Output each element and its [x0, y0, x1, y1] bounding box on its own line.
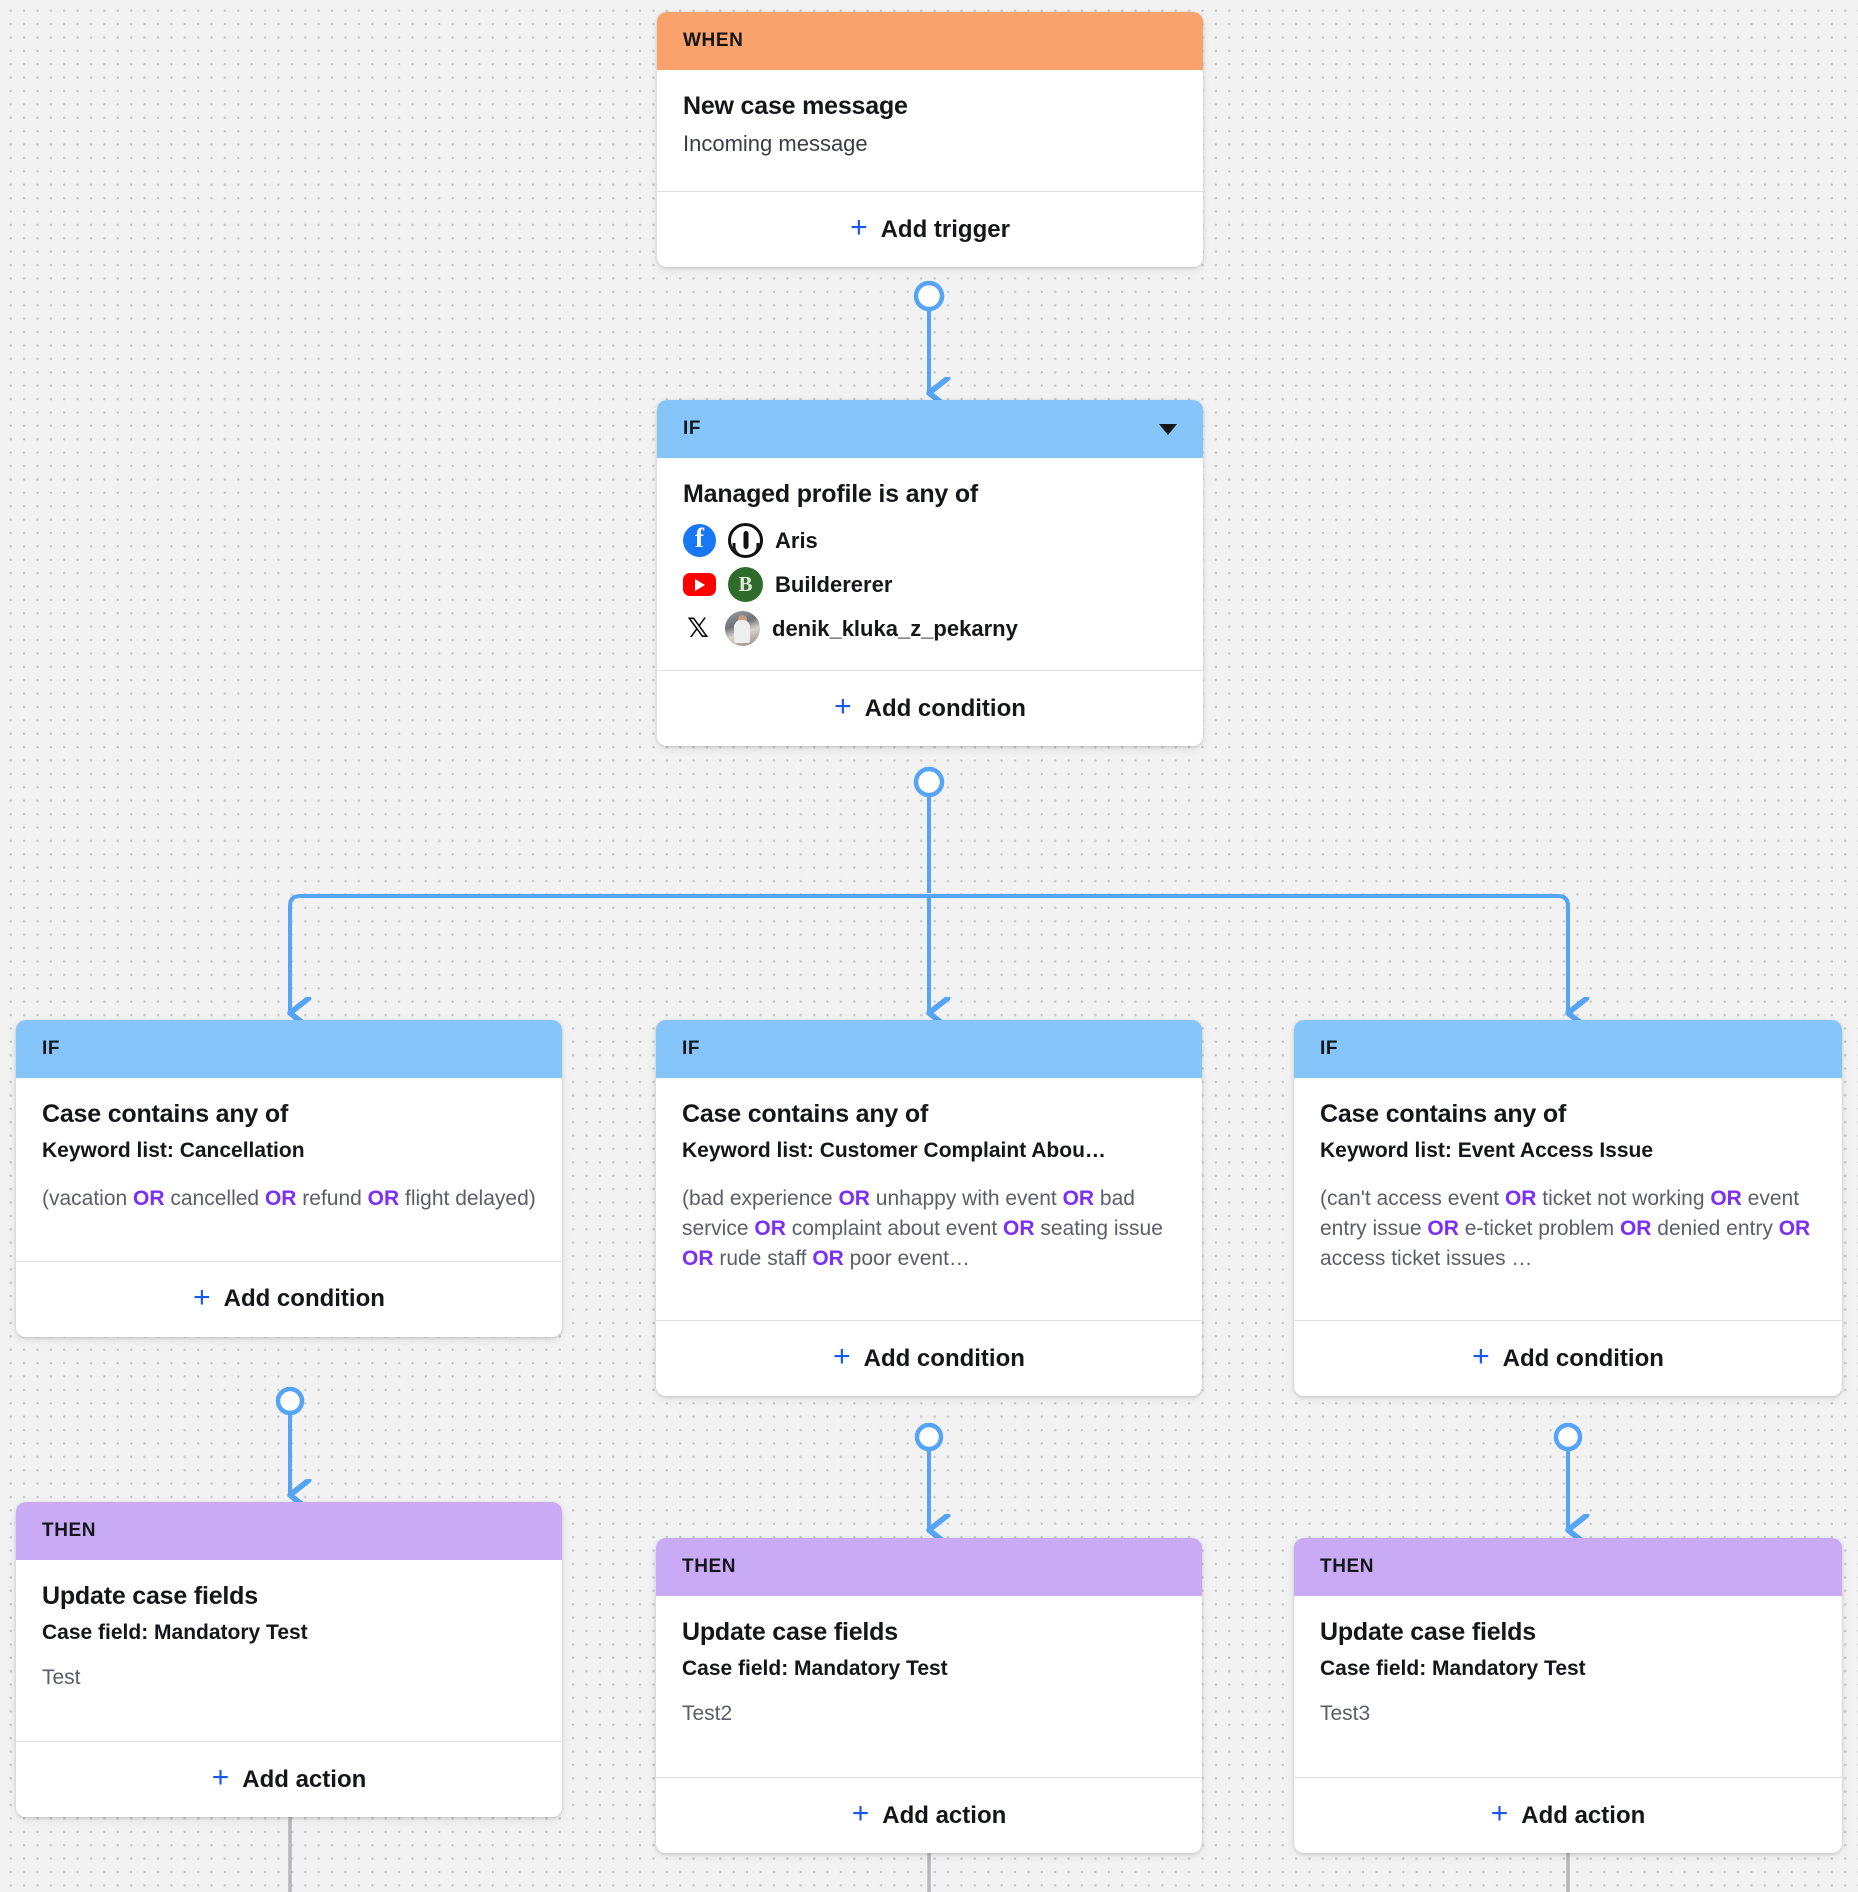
branch-condition-card[interactable]: IF Case contains any of Keyword list: Ca…: [16, 1020, 562, 1337]
facebook-icon: [683, 523, 716, 557]
branch-action-title: Update case fields: [682, 1618, 898, 1646]
add-condition-button[interactable]: + Add condition: [657, 670, 1203, 746]
branch-action-card[interactable]: THEN Update case fields Case field: Mand…: [16, 1502, 562, 1817]
trigger-card[interactable]: WHEN New case message Incoming message +…: [657, 12, 1203, 267]
trigger-card-body: New case message Incoming message: [657, 70, 1203, 191]
trigger-header-label: WHEN: [683, 30, 744, 51]
branch-condition-body: Case contains any of Keyword list: Event…: [1294, 1078, 1842, 1320]
trigger-subtitle: Incoming message: [683, 131, 868, 156]
root-condition-header-label: IF: [683, 418, 702, 439]
add-condition-label: Add condition: [223, 1285, 385, 1313]
x-icon: 𝕏: [687, 612, 709, 644]
plus-icon: +: [211, 1761, 230, 1794]
branch-action-body: Update case fields Case field: Mandatory…: [1294, 1596, 1842, 1777]
keyword-list-name: Keyword list: Event Access Issue: [1320, 1139, 1654, 1162]
add-condition-label: Add condition: [1502, 1344, 1664, 1372]
case-field-value: Test2: [682, 1702, 733, 1725]
avatar: [725, 611, 760, 646]
branch-action-body: Update case fields Case field: Mandatory…: [16, 1560, 562, 1741]
add-trigger-button[interactable]: + Add trigger: [657, 191, 1203, 267]
case-field-value: Test: [42, 1666, 81, 1689]
trigger-card-header: WHEN: [657, 12, 1203, 70]
add-condition-label: Add condition: [864, 694, 1026, 722]
add-action-button[interactable]: + Add action: [16, 1741, 562, 1817]
add-action-button[interactable]: + Add action: [1294, 1777, 1842, 1853]
add-condition-button[interactable]: + Add condition: [1294, 1320, 1842, 1397]
keyword-expression: (vacation OR cancelled OR refund OR flig…: [42, 1187, 536, 1210]
branch-condition-header-label: IF: [42, 1038, 61, 1059]
root-condition-card[interactable]: IF Managed profile is any of Aris B Buil…: [657, 400, 1203, 746]
branch-action-title: Update case fields: [1320, 1618, 1536, 1646]
plus-icon: +: [193, 1280, 211, 1314]
case-field-value: Test3: [1320, 1702, 1371, 1725]
avatar: B: [728, 567, 763, 602]
keyword-expression: (can't access event OR ticket not workin…: [1320, 1187, 1811, 1270]
branch-condition-header: IF: [656, 1020, 1202, 1078]
add-condition-label: Add condition: [863, 1344, 1025, 1372]
branch-action-header-label: THEN: [682, 1556, 737, 1577]
profile-name: Buildererer: [775, 571, 893, 597]
plus-icon: +: [850, 211, 868, 244]
branch-condition-header-label: IF: [1320, 1038, 1339, 1059]
profile-row[interactable]: Aris: [683, 523, 1177, 558]
add-condition-button[interactable]: + Add condition: [656, 1320, 1202, 1397]
branch-action-header: THEN: [656, 1538, 1202, 1596]
branch-condition-title: Case contains any of: [42, 1100, 289, 1128]
add-action-label: Add action: [1521, 1801, 1646, 1829]
plus-icon: +: [834, 690, 852, 723]
profile-name: Aris: [775, 527, 818, 553]
add-trigger-label: Add trigger: [880, 215, 1010, 243]
branch-action-header: THEN: [1294, 1538, 1842, 1596]
keyword-list-name: Keyword list: Cancellation: [42, 1139, 305, 1162]
root-condition-header[interactable]: IF: [657, 400, 1203, 458]
profile-row[interactable]: 𝕏 denik_kluka_z_pekarny: [683, 611, 1177, 646]
branch-condition-card[interactable]: IF Case contains any of Keyword list: Ev…: [1294, 1020, 1842, 1397]
branch-condition-header-label: IF: [682, 1038, 701, 1059]
case-field-name: Case field: Mandatory Test: [1320, 1657, 1586, 1680]
add-action-label: Add action: [242, 1765, 367, 1793]
branch-condition-title: Case contains any of: [1320, 1100, 1567, 1128]
branch-condition-body: Case contains any of Keyword list: Cance…: [16, 1078, 562, 1261]
add-condition-button[interactable]: + Add condition: [16, 1260, 562, 1337]
keyword-list-name: Keyword list: Customer Complaint Abou…: [682, 1139, 1106, 1162]
branch-action-header-label: THEN: [1320, 1556, 1375, 1577]
branch-condition-body: Case contains any of Keyword list: Custo…: [656, 1078, 1202, 1320]
plus-icon: +: [1472, 1340, 1490, 1374]
branch-condition-card[interactable]: IF Case contains any of Keyword list: Cu…: [656, 1020, 1202, 1397]
avatar: [728, 523, 763, 558]
profile-name: denik_kluka_z_pekarny: [772, 615, 1018, 641]
add-action-label: Add action: [882, 1801, 1007, 1829]
plus-icon: +: [833, 1340, 851, 1374]
root-condition-title: Managed profile is any of: [683, 480, 979, 508]
branch-condition-header: IF: [16, 1020, 562, 1078]
trigger-title: New case message: [683, 92, 908, 120]
add-action-button[interactable]: + Add action: [656, 1777, 1202, 1853]
youtube-icon: [683, 568, 716, 601]
branch-action-title: Update case fields: [42, 1582, 258, 1610]
plus-icon: +: [1490, 1797, 1509, 1830]
root-condition-body: Managed profile is any of Aris B Builder…: [657, 458, 1203, 670]
branch-action-header-label: THEN: [42, 1520, 97, 1541]
plus-icon: +: [851, 1797, 870, 1830]
profile-row[interactable]: B Buildererer: [683, 567, 1177, 602]
chevron-down-icon[interactable]: [1159, 423, 1177, 435]
branch-condition-header: IF: [1294, 1020, 1842, 1078]
branch-action-card[interactable]: THEN Update case fields Case field: Mand…: [1294, 1538, 1842, 1853]
case-field-name: Case field: Mandatory Test: [682, 1657, 948, 1680]
branch-action-card[interactable]: THEN Update case fields Case field: Mand…: [656, 1538, 1202, 1853]
branch-condition-title: Case contains any of: [682, 1100, 929, 1128]
case-field-name: Case field: Mandatory Test: [42, 1621, 308, 1644]
branch-action-header: THEN: [16, 1502, 562, 1560]
keyword-expression: (bad experience OR unhappy with event OR…: [682, 1187, 1163, 1270]
branch-action-body: Update case fields Case field: Mandatory…: [656, 1596, 1202, 1777]
